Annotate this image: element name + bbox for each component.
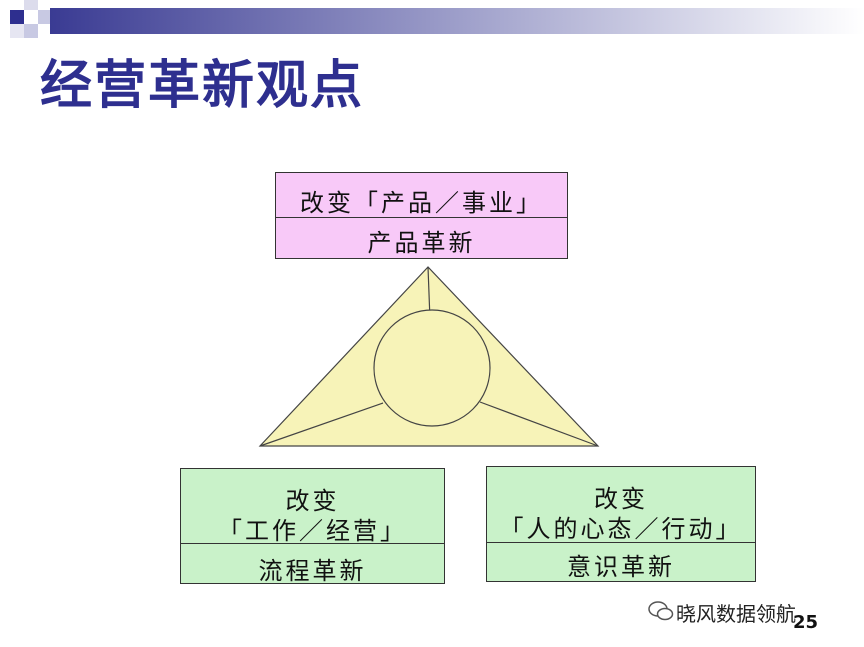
- watermark-text: 晓风数据领航: [676, 602, 796, 626]
- mindset-innovation-box: 改变 「人的心态／行动」 意识革新: [486, 466, 756, 582]
- triangle-divider-left: [259, 402, 384, 447]
- box-divider: [487, 542, 755, 543]
- mindset-change-subject: 「人的心态／行动」: [499, 515, 743, 543]
- mindset-innovation-label: 意识革新: [567, 553, 675, 581]
- center-circle: [373, 309, 491, 427]
- box-divider: [276, 217, 567, 218]
- page-number: 25: [793, 612, 819, 633]
- process-innovation-label: 流程革新: [258, 557, 367, 585]
- process-change-label: 改变: [285, 487, 340, 515]
- product-innovation-label: 产品革新: [367, 229, 476, 257]
- product-change-label: 改变「产品／事业」: [300, 189, 543, 217]
- page-title: 经营革新观点: [40, 56, 365, 116]
- header-decoration: [10, 0, 864, 38]
- wechat-icon: [648, 601, 674, 621]
- mindset-change-label: 改变: [594, 485, 648, 513]
- process-innovation-box: 改变 「工作／经营」 流程革新: [180, 468, 445, 585]
- box-divider: [181, 543, 444, 544]
- triangle-divider-right: [479, 401, 599, 447]
- header-square-icon: [10, 10, 24, 24]
- product-innovation-box: 改变「产品／事业」 产品革新: [275, 172, 568, 259]
- process-change-subject: 「工作／经营」: [218, 517, 407, 545]
